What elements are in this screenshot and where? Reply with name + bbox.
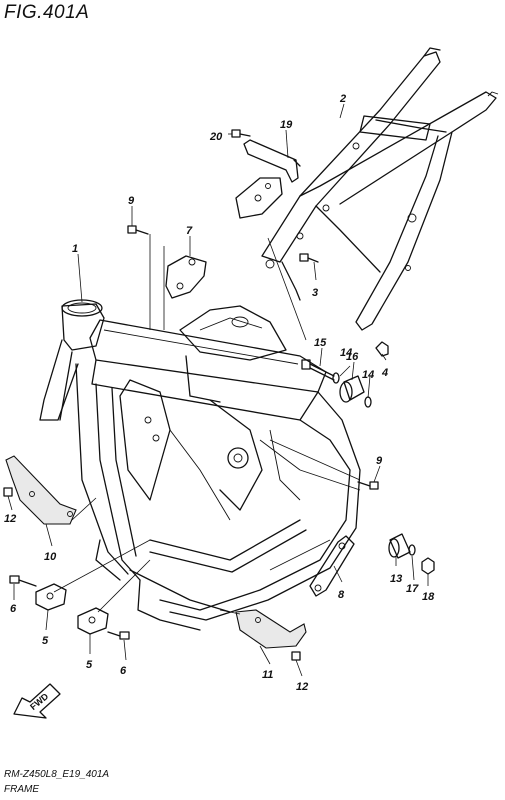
callout-5-left: 5 — [42, 635, 49, 647]
callout-8: 8 — [338, 589, 345, 601]
callout-13: 13 — [390, 573, 402, 585]
figure-code: RM-Z450L8_E19_401A — [4, 769, 110, 780]
bolt-6-left — [9, 575, 37, 587]
callout-3: 3 — [312, 287, 318, 299]
collar-13 — [388, 533, 411, 559]
callout-12-lower: 12 — [296, 681, 308, 693]
leader-lines — [7, 103, 429, 677]
figure-title: FIG.401A — [4, 2, 90, 23]
fwd-arrow: FWD — [13, 683, 61, 719]
callout-15: 15 — [314, 337, 327, 349]
callout-2: 2 — [339, 93, 346, 105]
rear-subframe — [261, 47, 499, 331]
callout-5-right: 5 — [86, 659, 93, 671]
fwd-label: FWD — [28, 691, 51, 712]
bolt-12-lower — [291, 651, 301, 661]
callout-14-a: 14 — [340, 347, 352, 359]
callout-6-left: 6 — [10, 603, 17, 615]
callout-9-lower: 9 — [376, 455, 383, 467]
callout-16: 16 — [346, 351, 359, 363]
bolt-4 — [375, 341, 389, 357]
figure-name: FRAME — [4, 784, 39, 795]
bolt-6-right — [107, 631, 130, 640]
callout-20: 20 — [209, 131, 223, 143]
side-bracket — [235, 177, 283, 219]
bolt-15 — [301, 359, 335, 381]
bolt-12-left — [3, 487, 13, 497]
main-frame — [39, 299, 361, 631]
callout-17: 17 — [406, 583, 419, 595]
washer-17 — [408, 544, 416, 556]
bolt-9-upper — [127, 225, 149, 235]
nut-18 — [421, 557, 435, 575]
part-number-labels: 1 2 3 4 5 5 6 6 7 8 9 9 10 11 12 12 13 1… — [4, 93, 435, 693]
frame-guard-10 — [5, 455, 77, 525]
callout-12-left: 12 — [4, 513, 16, 525]
bracket-8 — [309, 535, 355, 597]
plate-7 — [165, 255, 207, 299]
callout-6-right: 6 — [120, 665, 127, 677]
callout-11: 11 — [262, 669, 273, 681]
washer-14-a — [332, 372, 340, 384]
bracket-19 — [243, 139, 301, 183]
clamp-5-right — [77, 607, 109, 635]
callout-4: 4 — [381, 367, 388, 379]
bolt-9-lower — [357, 481, 379, 490]
washer-14-b — [364, 396, 372, 408]
callout-10: 10 — [44, 551, 57, 563]
bolt-20 — [231, 129, 251, 138]
callout-9-upper: 9 — [128, 195, 135, 207]
callout-7: 7 — [186, 225, 193, 237]
frame-guard-11 — [235, 609, 307, 649]
clamp-5-left — [35, 583, 67, 611]
callout-14-b: 14 — [362, 369, 374, 381]
callout-18: 18 — [422, 591, 435, 603]
callout-1: 1 — [72, 243, 78, 255]
callout-19: 19 — [280, 119, 293, 131]
collar-16 — [339, 375, 365, 403]
bolt-3 — [299, 253, 319, 263]
